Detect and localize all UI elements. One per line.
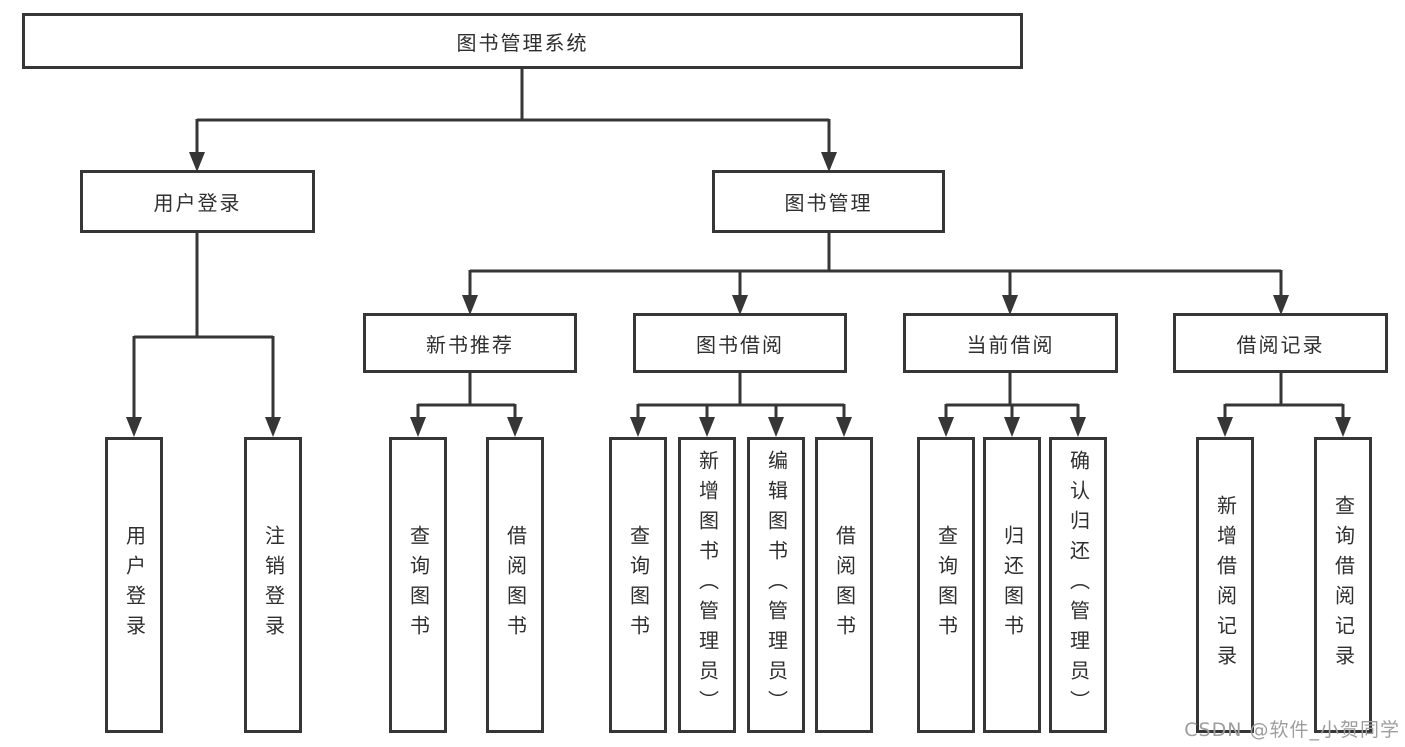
leaf-return-books: 归还图书 — [983, 437, 1041, 733]
leaf-user-login: 用户登录 — [105, 437, 163, 733]
node-label: 图书借阅 — [696, 332, 784, 357]
node-label: 新书推荐 — [426, 332, 514, 357]
leaf-label: 借阅图书 — [832, 525, 857, 645]
leaf-label: 新增借阅记录 — [1213, 495, 1238, 675]
leaf-label: 查询图书 — [934, 525, 959, 645]
node-label: 用户登录 — [153, 191, 242, 215]
leaf-label: 查询图书 — [626, 525, 651, 645]
leaf-logout: 注销登录 — [244, 437, 302, 733]
leaf-confirm-return-admin: 确认归还（管理员） — [1049, 437, 1107, 733]
leaf-label: 编辑图书（管理员） — [764, 450, 789, 720]
leaf-label: 用户登录 — [122, 525, 147, 645]
leaf-label: 注销登录 — [261, 525, 286, 645]
leaf-label: 确认归还（管理员） — [1066, 450, 1091, 720]
node-new-book-recommendation: 新书推荐 — [363, 313, 577, 373]
leaf-query-borrow-record: 查询借阅记录 — [1314, 437, 1372, 733]
node-library-system: 图书管理系统 — [22, 13, 1023, 69]
leaf-add-books-admin: 新增图书（管理员） — [678, 437, 736, 733]
leaf-label: 查询图书 — [406, 525, 431, 645]
node-label: 借阅记录 — [1236, 332, 1325, 357]
leaf-add-borrow-record: 新增借阅记录 — [1196, 437, 1254, 733]
node-borrowing-records: 借阅记录 — [1173, 313, 1388, 373]
node-label: 图书管理系统 — [456, 30, 589, 55]
node-label: 当前借阅 — [966, 332, 1055, 357]
leaf-borrow-books-borrowing: 借阅图书 — [815, 437, 873, 733]
node-book-management: 图书管理 — [712, 170, 945, 233]
node-book-borrowing: 图书借阅 — [633, 313, 847, 373]
node-user-login: 用户登录 — [80, 170, 315, 233]
node-label: 图书管理 — [784, 191, 873, 215]
watermark: CSDN @软件_小贺同学 — [1184, 719, 1400, 741]
leaf-label: 查询借阅记录 — [1331, 495, 1356, 675]
leaf-label: 借阅图书 — [503, 525, 528, 645]
leaf-borrow-books-recommend: 借阅图书 — [486, 437, 544, 733]
leaf-query-books-recommend: 查询图书 — [389, 437, 447, 733]
leaf-label: 新增图书（管理员） — [695, 450, 720, 720]
node-current-borrowing: 当前借阅 — [903, 313, 1118, 373]
leaf-edit-books-admin: 编辑图书（管理员） — [747, 437, 805, 733]
arrowheads — [126, 152, 1351, 437]
leaf-query-books-current: 查询图书 — [917, 437, 975, 733]
leaf-query-books-borrowing: 查询图书 — [609, 437, 667, 733]
leaf-label: 归还图书 — [1000, 525, 1025, 645]
